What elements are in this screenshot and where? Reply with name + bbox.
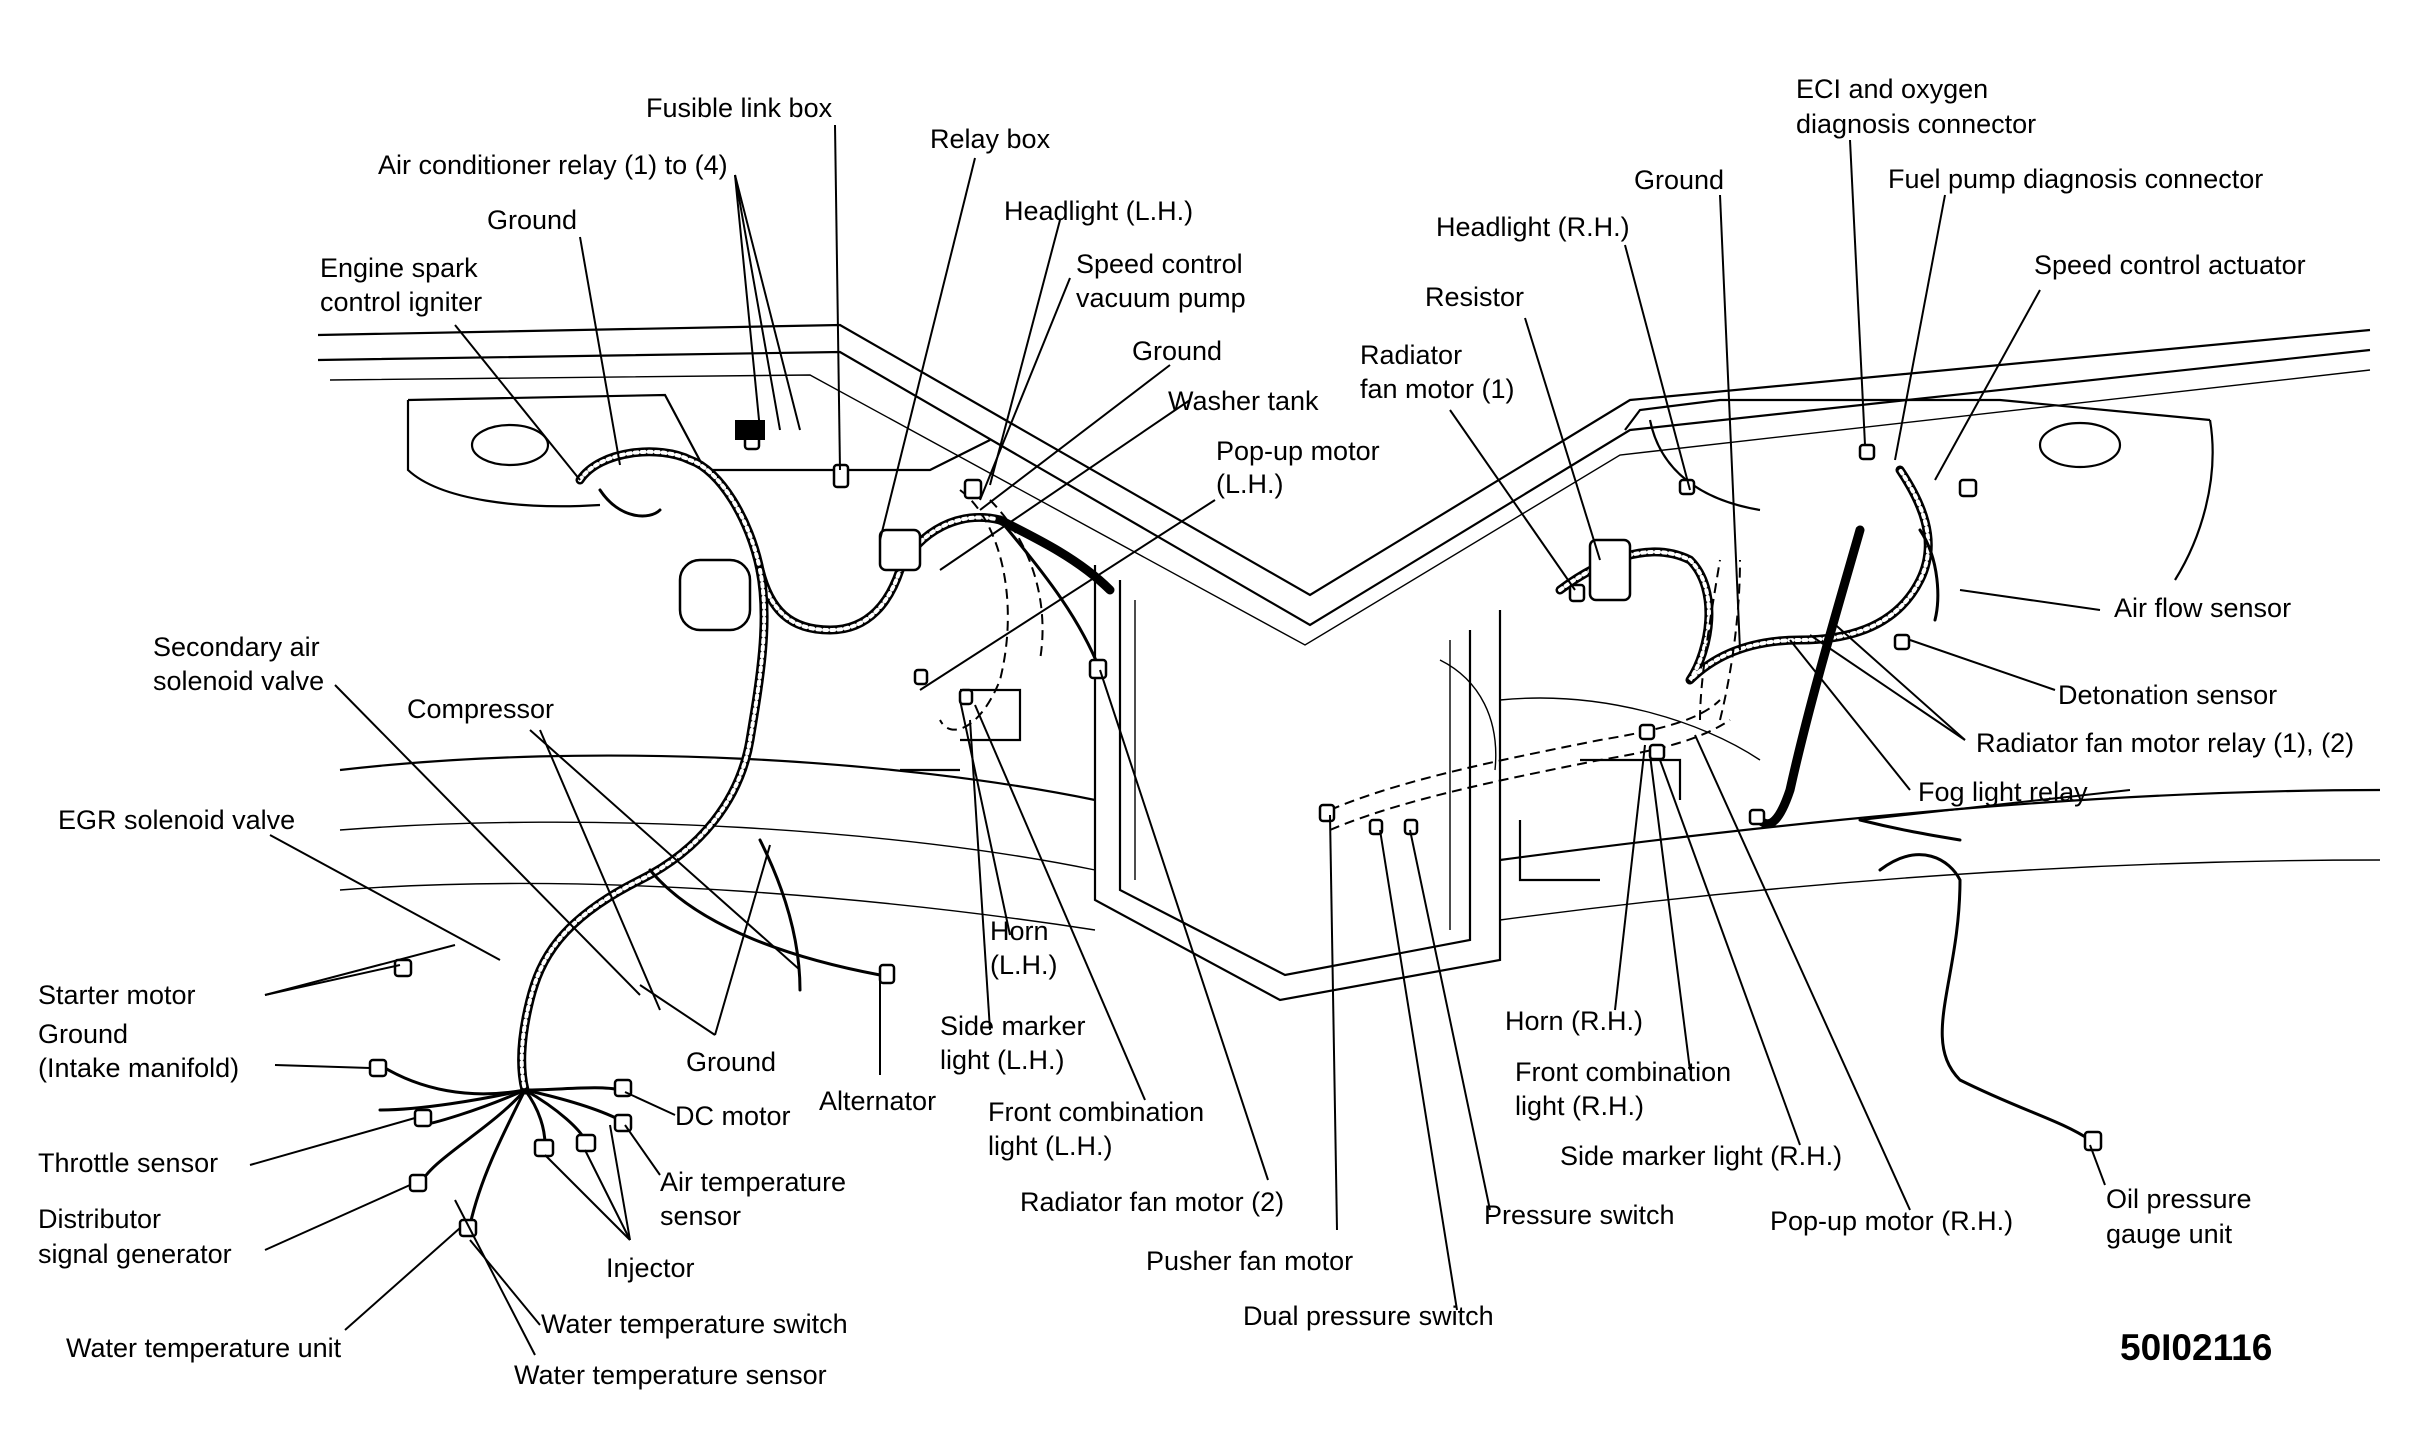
label-air-flow-sensor: Air flow sensor xyxy=(2114,593,2291,623)
label-throttle-sensor: Throttle sensor xyxy=(38,1148,218,1178)
label-washer-tank: Washer tank xyxy=(1168,386,1319,416)
vehicle-body-outline xyxy=(317,323,2381,1002)
callout-labels: Fusible link box Relay box Air condition… xyxy=(38,74,2354,1390)
label-resistor: Resistor xyxy=(1425,282,1524,312)
label-relay-box: Relay box xyxy=(930,124,1051,154)
label-oil-pressure-1: Oil pressure xyxy=(2106,1184,2252,1214)
leader-lines xyxy=(249,124,2131,1356)
label-secondary-air-2: solenoid valve xyxy=(153,666,324,696)
label-popup-lh-1: Pop-up motor xyxy=(1216,436,1380,466)
label-starter-motor: Starter motor xyxy=(38,980,196,1010)
label-headlight-rh: Headlight (R.H.) xyxy=(1436,212,1630,242)
label-engine-spark-2: control igniter xyxy=(320,287,482,317)
label-engine-spark-1: Engine spark xyxy=(320,253,478,283)
label-air-conditioner-relay: Air conditioner relay (1) to (4) xyxy=(378,150,728,180)
label-ground-intake-2: (Intake manifold) xyxy=(38,1053,239,1083)
label-ground-top-left: Ground xyxy=(487,205,577,235)
label-distributor-2: signal generator xyxy=(38,1239,232,1269)
label-horn-lh-2: (L.H.) xyxy=(990,950,1058,980)
label-front-comb-rh-2: light (R.H.) xyxy=(1515,1091,1644,1121)
label-pusher-fan: Pusher fan motor xyxy=(1146,1246,1353,1276)
wiring-harness xyxy=(368,420,2103,1238)
label-air-temp-1: Air temperature xyxy=(660,1167,846,1197)
figure-code: 50I02116 xyxy=(2120,1327,2272,1368)
label-radiator-fan-1-a: Radiator xyxy=(1360,340,1462,370)
compressor-body xyxy=(678,558,752,632)
label-air-temp-2: sensor xyxy=(660,1201,741,1231)
label-fusible-link-box: Fusible link box xyxy=(646,93,833,123)
label-compressor: Compressor xyxy=(407,694,554,724)
label-radiator-fan-relay: Radiator fan motor relay (1), (2) xyxy=(1976,728,2354,758)
label-speed-control-vacuum-1: Speed control xyxy=(1076,249,1243,279)
label-ground-center: Ground xyxy=(1132,336,1222,366)
label-water-temp-switch: Water temperature switch xyxy=(541,1309,848,1339)
label-popup-rh: Pop-up motor (R.H.) xyxy=(1770,1206,2013,1236)
label-ground-right: Ground xyxy=(1634,165,1724,195)
label-oil-pressure-2: gauge unit xyxy=(2106,1219,2233,1249)
label-side-marker-lh-1: Side marker xyxy=(940,1011,1086,1041)
label-egr-solenoid: EGR solenoid valve xyxy=(58,805,295,835)
label-alternator: Alternator xyxy=(819,1086,936,1116)
label-fuel-pump-diag: Fuel pump diagnosis connector xyxy=(1888,164,2263,194)
label-fog-light-relay: Fog light relay xyxy=(1918,777,2088,807)
label-radiator-fan-1-b: fan motor (1) xyxy=(1360,374,1515,404)
label-side-marker-rh: Side marker light (R.H.) xyxy=(1560,1141,1842,1171)
label-horn-rh: Horn (R.H.) xyxy=(1505,1006,1643,1036)
label-radiator-fan-2: Radiator fan motor (2) xyxy=(1020,1187,1284,1217)
label-water-temp-sensor: Water temperature sensor xyxy=(514,1360,827,1390)
label-speed-control-vacuum-2: vacuum pump xyxy=(1076,283,1246,313)
label-speed-control-actuator: Speed control actuator xyxy=(2034,250,2306,280)
label-injector: Injector xyxy=(606,1253,695,1283)
label-ground-lower: Ground xyxy=(686,1047,776,1077)
label-detonation-sensor: Detonation sensor xyxy=(2058,680,2277,710)
label-secondary-air-1: Secondary air xyxy=(153,632,320,662)
label-eci-2: diagnosis connector xyxy=(1796,109,2036,139)
label-side-marker-lh-2: light (L.H.) xyxy=(940,1045,1065,1075)
label-dc-motor: DC motor xyxy=(675,1101,791,1131)
label-water-temp-unit: Water temperature unit xyxy=(66,1333,342,1363)
label-popup-lh-2: (L.H.) xyxy=(1216,469,1284,499)
label-front-comb-rh-1: Front combination xyxy=(1515,1057,1731,1087)
label-distributor-1: Distributor xyxy=(38,1204,161,1234)
label-front-comb-lh-1: Front combination xyxy=(988,1097,1204,1127)
label-dual-pressure: Dual pressure switch xyxy=(1243,1301,1494,1331)
label-eci-1: ECI and oxygen xyxy=(1796,74,1988,104)
label-headlight-lh: Headlight (L.H.) xyxy=(1004,196,1193,226)
label-horn-lh-1: Horn xyxy=(990,916,1049,946)
label-front-comb-lh-2: light (L.H.) xyxy=(988,1131,1113,1161)
label-pressure-switch: Pressure switch xyxy=(1484,1200,1675,1230)
label-ground-intake-1: Ground xyxy=(38,1019,128,1049)
